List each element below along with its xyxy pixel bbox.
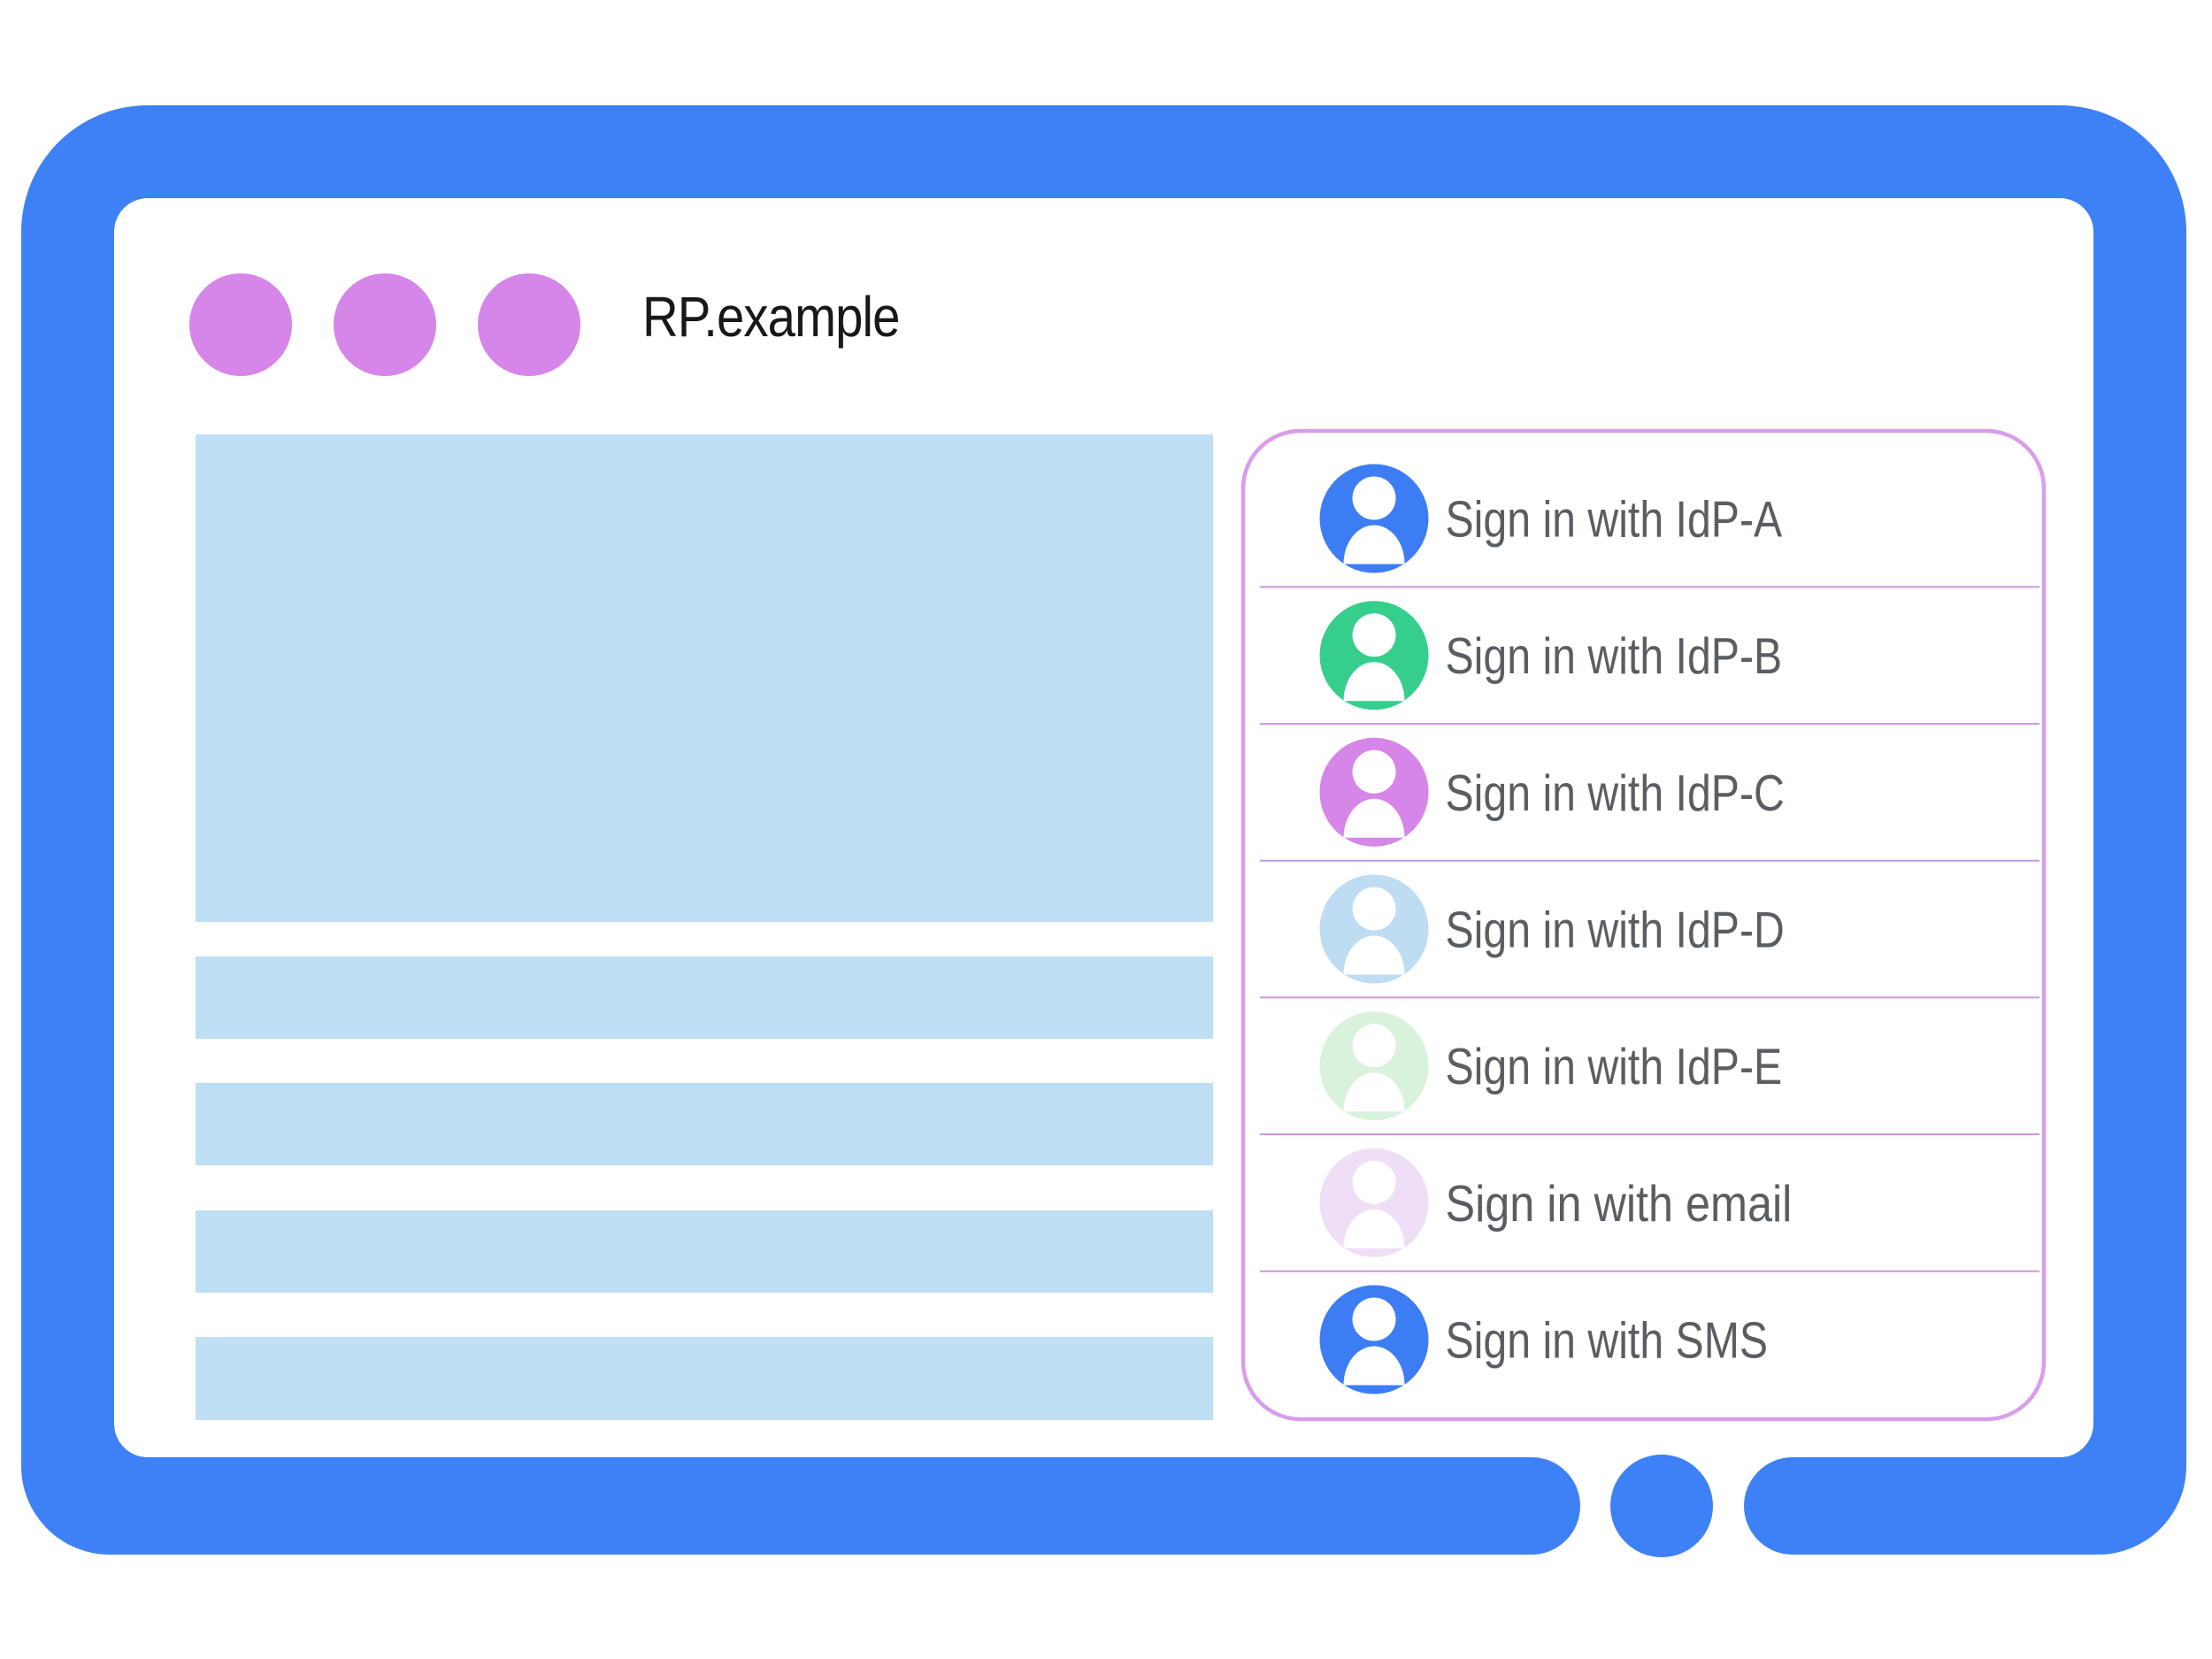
svg-text:Sign in with IdP-D: Sign in with IdP-D: [1446, 902, 1785, 959]
svg-text:Sign in with SMS: Sign in with SMS: [1446, 1313, 1769, 1370]
svg-text:Sign in with IdP-B: Sign in with IdP-B: [1446, 628, 1783, 685]
svg-text:Sign in with email: Sign in with email: [1446, 1176, 1793, 1233]
svg-text:Sign in with IdP-A: Sign in with IdP-A: [1446, 492, 1783, 549]
svg-text:RP.example: RP.example: [642, 285, 900, 349]
svg-text:Sign in with IdP-E: Sign in with IdP-E: [1446, 1039, 1783, 1095]
svg-text:Sign in with IdP-C: Sign in with IdP-C: [1446, 765, 1785, 822]
